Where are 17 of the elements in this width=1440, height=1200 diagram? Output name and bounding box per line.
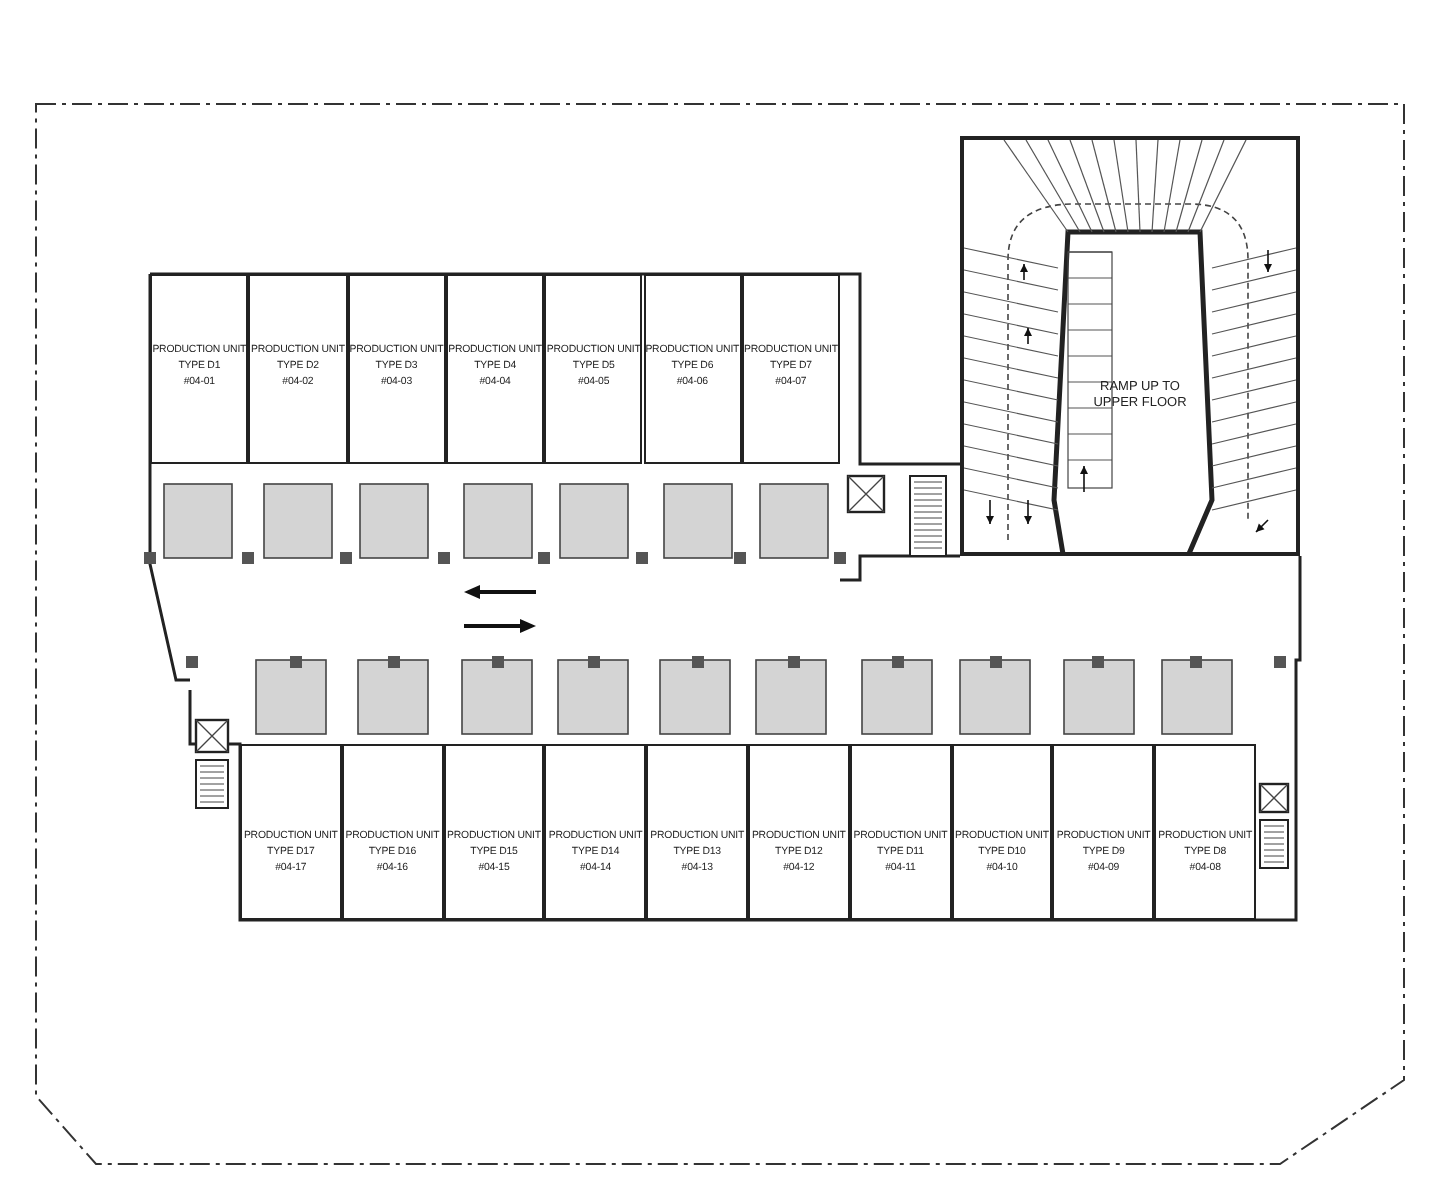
production-unit [347,274,446,464]
production-unit [741,274,841,464]
production-unit [544,274,643,464]
production-unit [240,744,342,920]
production-unit [443,744,545,920]
production-unit [849,744,952,920]
production-unit [1052,744,1155,920]
production-unit [544,744,647,920]
production-unit [1154,744,1256,920]
production-unit [748,744,850,920]
production-unit [646,744,748,920]
production-unit [150,274,249,464]
production-unit [951,744,1053,920]
production-unit [341,744,444,920]
production-unit [445,274,545,464]
production-unit [248,274,348,464]
production-unit [643,274,742,464]
